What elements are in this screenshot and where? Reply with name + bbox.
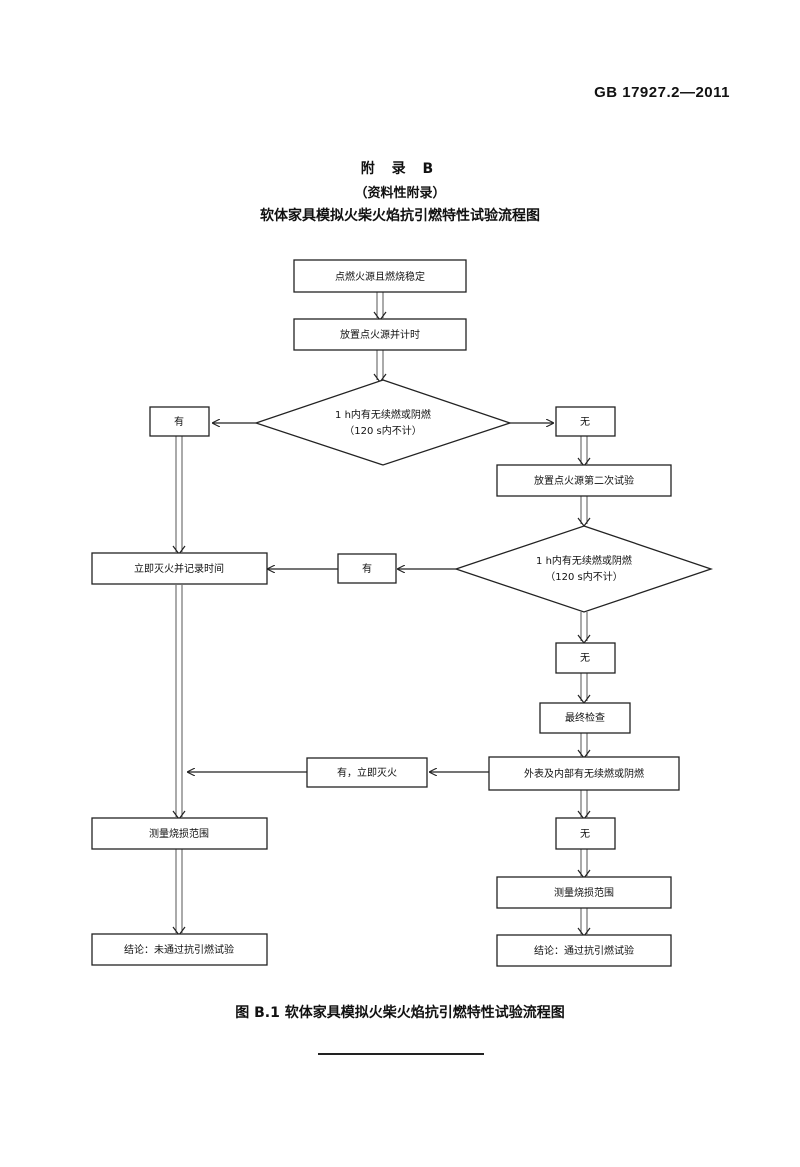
- decision-2-yes-label: 有: [362, 562, 372, 575]
- node-result-pass-label: 结论：通过抗引燃试验: [534, 944, 634, 957]
- appendix-type: （资料性附录）: [354, 186, 446, 201]
- node-measure-right: [496, 876, 672, 909]
- decision-1-no-box: [555, 406, 616, 437]
- figure-caption: 图 B.1 软体家具模拟火柴火焰抗引燃特性试验流程图: [235, 1005, 565, 1021]
- node-second-test-label: 放置点火源第二次试验: [534, 474, 634, 487]
- node-place-source: [293, 318, 467, 351]
- node-yes-extinguish-label: 有，立即灭火: [337, 766, 397, 779]
- node-result-pass: [496, 934, 672, 967]
- node-extinguish-record-label: 立即灭火并记录时间: [134, 562, 224, 575]
- node-yes-extinguish: [306, 757, 428, 788]
- node-measure-left-label: 测量烧损范围: [149, 827, 209, 840]
- decision-1-yes-box: [149, 406, 210, 437]
- node-measure-right-label: 测量烧损范围: [554, 886, 614, 899]
- decision-2-no-box: [555, 642, 616, 674]
- node-result-fail: [91, 933, 268, 966]
- node-measure-left: [91, 817, 268, 850]
- node-no-after-check-label: 无: [580, 829, 590, 840]
- standard-number: GB 17927.2—2011: [594, 84, 730, 101]
- decision-2-line2: （120 s内不计）: [545, 570, 622, 583]
- decision-2-yes-box: [337, 553, 397, 584]
- decision-2: [453, 525, 714, 613]
- node-ignite-source-label: 点燃火源且燃烧稳定: [335, 270, 425, 283]
- decision-1-yes-label: 有: [174, 415, 184, 428]
- decision-1-no-label: 无: [580, 417, 590, 428]
- node-final-check: [539, 702, 631, 734]
- node-no-after-check: [555, 817, 616, 850]
- decision-1-line2: （120 s内不计）: [344, 424, 421, 437]
- decision-1: [253, 379, 513, 466]
- node-result-fail-label: 结论：未通过抗引燃试验: [124, 943, 234, 956]
- appendix-title: 附 录 B: [360, 161, 440, 177]
- node-extinguish-record: [91, 552, 268, 585]
- node-ignite-source: [293, 259, 467, 293]
- node-final-check-label: 最终检查: [565, 711, 605, 724]
- node-check-surface: [488, 756, 680, 791]
- connector-lines: [172, 292, 591, 937]
- node-place-source-label: 放置点火源并计时: [340, 328, 420, 341]
- decision-2-no-label: 无: [580, 653, 590, 664]
- node-second-test: [496, 464, 672, 497]
- decision-1-line1: 1 h内有无续燃或阴燃: [335, 408, 431, 421]
- end-rule: [318, 1053, 484, 1055]
- decision-2-line1: 1 h内有无续燃或阴燃: [536, 554, 632, 567]
- node-check-surface-label: 外表及内部有无续燃或阴燃: [524, 767, 644, 780]
- appendix-name: 软体家具模拟火柴火焰抗引燃特性试验流程图: [260, 208, 540, 224]
